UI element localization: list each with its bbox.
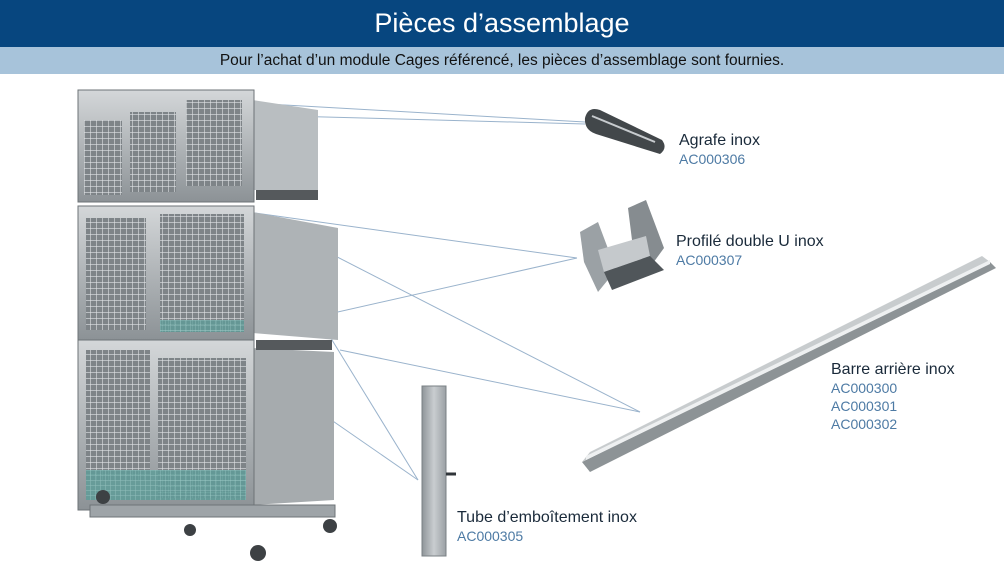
page-title: Pièces d’assemblage [0, 0, 1004, 47]
profile-double-u-image [580, 200, 664, 292]
illustration [77, 89, 996, 561]
part-ref: AC000300 [831, 380, 898, 396]
part-name: Tube d’emboîtement inox [457, 509, 637, 526]
barre-arriere-image [582, 256, 996, 472]
part-barre-label: Barre arrière inox AC000300 AC000301 AC0… [831, 360, 955, 433]
part-profile-label: Profilé double U inox AC000307 [676, 232, 824, 269]
part-name: Profilé double U inox [676, 233, 824, 250]
part-tube-label: Tube d’emboîtement inox AC000305 [457, 508, 637, 545]
part-ref: AC000305 [457, 528, 524, 544]
tube-emboitement-image [421, 385, 456, 557]
cage-unit-image [77, 89, 338, 561]
page-subtitle: Pour l’achat d’un module Cages référencé… [0, 47, 1004, 74]
part-ref: AC000302 [831, 416, 898, 432]
part-name: Agrafe inox [679, 132, 760, 149]
agrafe-clip-image [584, 109, 665, 154]
part-ref: AC000301 [831, 398, 898, 414]
part-ref: AC000307 [676, 252, 743, 268]
part-name: Barre arrière inox [831, 361, 955, 378]
part-agrafe-label: Agrafe inox AC000306 [679, 131, 760, 168]
part-ref: AC000306 [679, 151, 746, 167]
